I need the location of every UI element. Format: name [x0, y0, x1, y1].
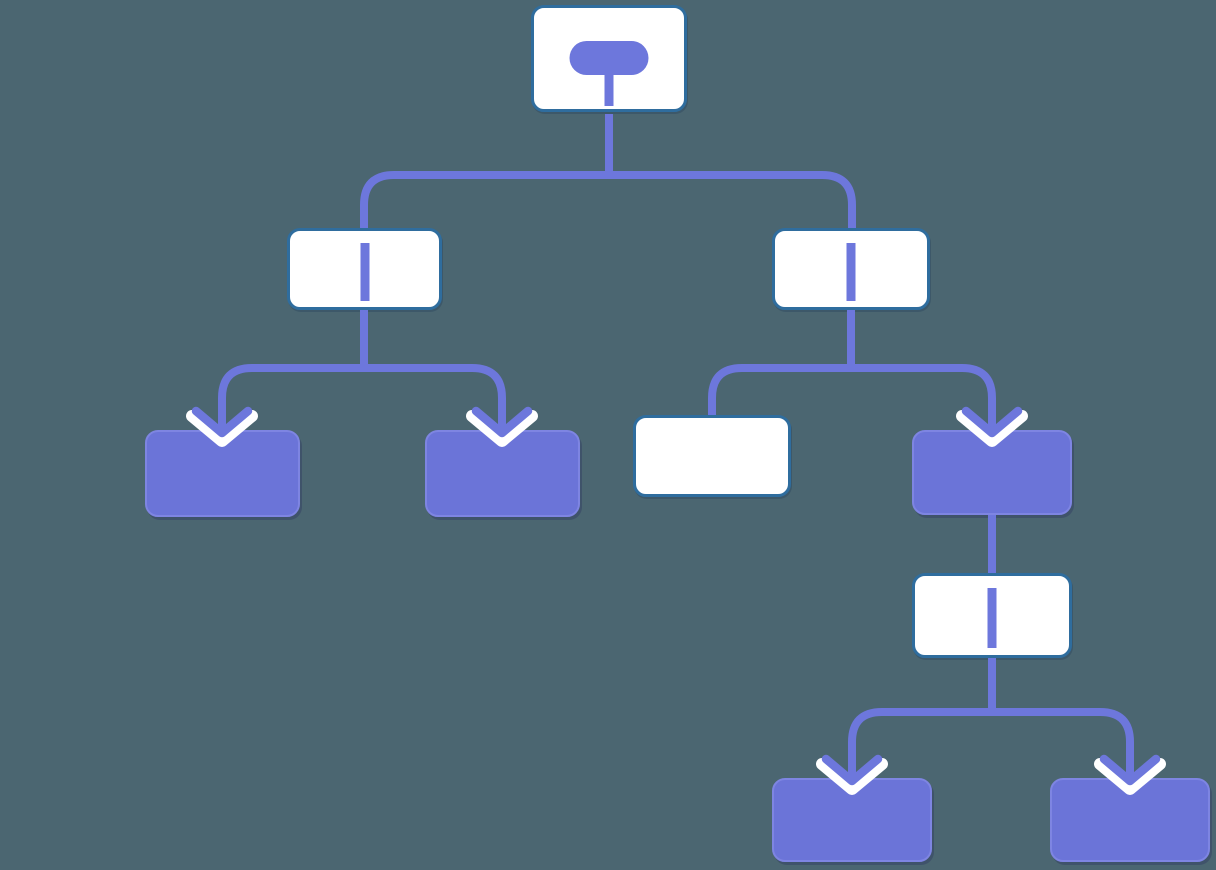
node-branch-right [772, 228, 930, 310]
node-leaf-4 [772, 778, 932, 862]
edge-branch-left-to-leaves [218, 364, 506, 434]
pill-stem-icon [604, 72, 614, 106]
vertical-bar-icon [987, 588, 997, 648]
node-leaf-2 [425, 430, 580, 517]
vertical-bar-icon [360, 243, 369, 301]
node-leaf-5 [1050, 778, 1210, 862]
vertical-bar-icon [846, 243, 856, 301]
node-branch-left [287, 228, 442, 310]
pill-icon [569, 41, 649, 75]
node-root [531, 5, 687, 112]
node-mid-right [912, 430, 1072, 515]
node-branch-bottom [912, 573, 1072, 658]
edge-root-to-branches [360, 171, 856, 228]
node-leaf-1 [145, 430, 300, 517]
node-leaf-3 [633, 415, 791, 497]
edge-branch-bottom-to-leaves [848, 708, 1134, 782]
